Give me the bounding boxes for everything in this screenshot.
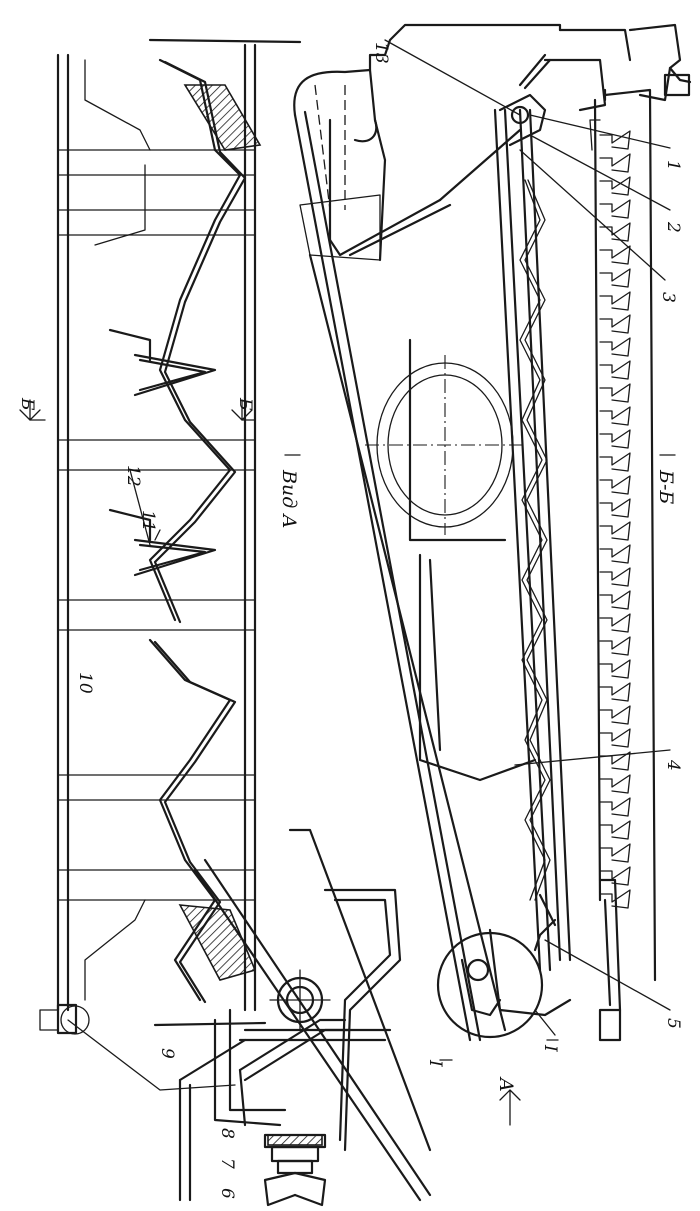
label-section-b-bottom: Б (235, 397, 255, 411)
comb-tooth (599, 728, 631, 748)
label-8: 8 (217, 1128, 237, 1139)
label-4: 4 (663, 759, 683, 771)
comb-tooth (599, 682, 631, 702)
comb-teeth (599, 130, 631, 909)
label-7: 7 (217, 1158, 237, 1169)
comb-tooth (599, 820, 631, 840)
comb-tooth (599, 544, 631, 564)
label-6: 6 (217, 1188, 237, 1199)
label-view-a: Вид А (278, 469, 300, 529)
comb-tooth (599, 475, 631, 495)
label-detail-i-main: I (540, 1044, 560, 1052)
comb-tooth (599, 383, 631, 403)
comb-tooth (599, 774, 631, 794)
comb-tooth (599, 176, 631, 196)
label-2: 2 (663, 221, 683, 233)
main-assembly-drawing (293, 23, 632, 1042)
comb-tooth (599, 452, 631, 472)
comb-tooth (599, 521, 631, 541)
comb-tooth (599, 337, 631, 357)
comb-tooth (599, 498, 631, 518)
comb-tooth (599, 797, 631, 817)
label-3: 3 (658, 292, 678, 303)
label-12: 12 (123, 465, 143, 487)
comb-tooth (599, 153, 631, 173)
comb-tooth (599, 613, 631, 633)
comb-tooth (599, 705, 631, 725)
label-9: 9 (157, 1048, 177, 1059)
comb-tooth (599, 222, 631, 242)
comb-tooth (599, 268, 631, 288)
leader-lines (67, 39, 671, 1091)
label-arrow-a: A (495, 1076, 517, 1092)
label-section-bb: Б-Б (655, 469, 677, 504)
label-11: 11 (138, 510, 158, 532)
comb-tooth (599, 843, 631, 863)
comb-tooth (599, 130, 631, 150)
view-a-drawing (39, 38, 302, 1035)
comb-tooth (599, 567, 631, 587)
section-bb-drawing (589, 23, 692, 1042)
comb-tooth (599, 291, 631, 311)
comb-tooth (599, 199, 631, 219)
label-1: 1 (663, 160, 683, 171)
label-detail-i-bottom: I (425, 1059, 445, 1067)
label-13: 13 (371, 42, 391, 64)
section-markers (19, 399, 676, 1126)
comb-tooth (599, 590, 631, 610)
label-5: 5 (663, 1018, 683, 1029)
comb-tooth (599, 866, 631, 886)
comb-tooth (599, 406, 631, 426)
label-10: 10 (75, 672, 95, 694)
comb-tooth (599, 314, 631, 334)
comb-tooth (599, 889, 631, 909)
comb-tooth (599, 659, 631, 679)
labels: 13 1 2 3 4 5 10 11 12 9 8 7 6 I I A Б Б … (17, 42, 683, 1199)
label-section-b-top: Б (17, 397, 37, 411)
comb-tooth (599, 245, 631, 265)
comb-tooth (599, 636, 631, 656)
comb-tooth (599, 429, 631, 449)
detail-i-drawing (178, 828, 432, 1207)
comb-tooth (599, 360, 631, 380)
